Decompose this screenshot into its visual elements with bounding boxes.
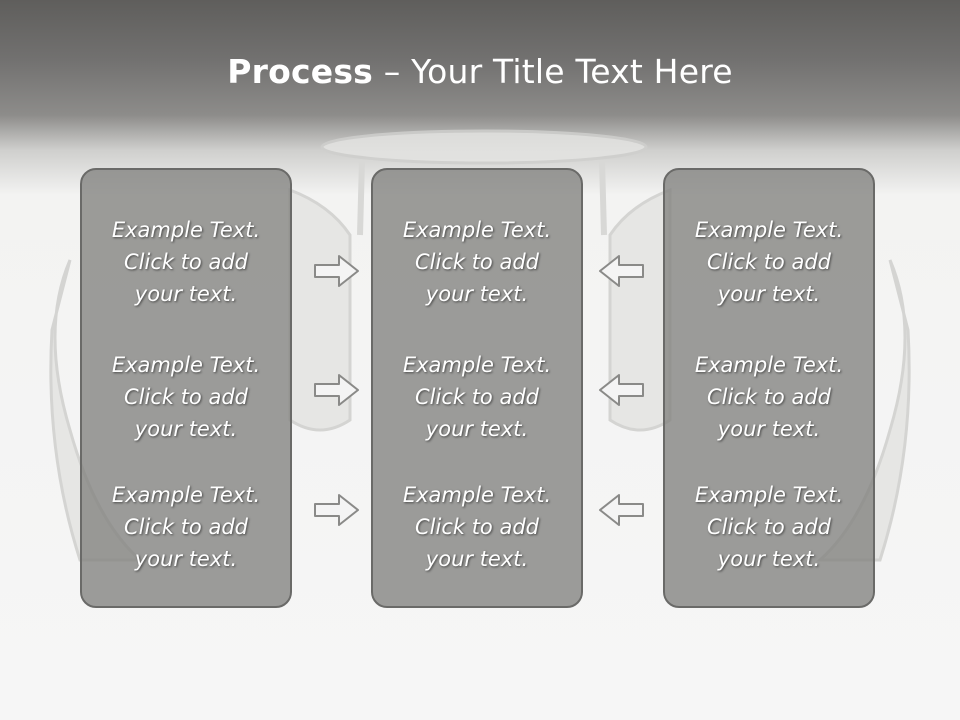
text-line: Click to add bbox=[414, 250, 539, 274]
process-column-center: Example Text. Click to add your text. Ex… bbox=[371, 168, 583, 608]
left-arrow-icon bbox=[599, 255, 644, 287]
left-arrow-icon bbox=[599, 374, 644, 406]
text-placeholder[interactable]: Example Text. Click to add your text. bbox=[82, 349, 290, 445]
text-line: Example Text. bbox=[694, 218, 844, 242]
process-column-left: Example Text. Click to add your text. Ex… bbox=[80, 168, 292, 608]
text-line: your text. bbox=[134, 547, 238, 571]
right-arrow-icon bbox=[314, 255, 359, 287]
text-line: Click to add bbox=[414, 385, 539, 409]
text-line: Click to add bbox=[123, 250, 248, 274]
text-line: Example Text. bbox=[402, 483, 552, 507]
text-line: Click to add bbox=[706, 385, 831, 409]
right-arrow-icon bbox=[314, 374, 359, 406]
text-line: your text. bbox=[134, 282, 238, 306]
text-placeholder[interactable]: Example Text. Click to add your text. bbox=[373, 214, 581, 310]
text-line: your text. bbox=[717, 417, 821, 441]
text-line: Click to add bbox=[706, 250, 831, 274]
text-line: Example Text. bbox=[402, 353, 552, 377]
text-placeholder[interactable]: Example Text. Click to add your text. bbox=[82, 479, 290, 575]
process-column-right: Example Text. Click to add your text. Ex… bbox=[663, 168, 875, 608]
text-line: Example Text. bbox=[111, 483, 261, 507]
text-line: your text. bbox=[425, 417, 529, 441]
text-line: Example Text. bbox=[694, 353, 844, 377]
text-placeholder[interactable]: Example Text. Click to add your text. bbox=[82, 214, 290, 310]
title-rest: – Your Title Text Here bbox=[373, 52, 733, 91]
text-line: your text. bbox=[717, 547, 821, 571]
text-line: Click to add bbox=[123, 515, 248, 539]
title-bold: Process bbox=[227, 52, 374, 91]
text-line: your text. bbox=[717, 282, 821, 306]
text-line: Example Text. bbox=[402, 218, 552, 242]
text-line: Example Text. bbox=[111, 218, 261, 242]
text-placeholder[interactable]: Example Text. Click to add your text. bbox=[665, 479, 873, 575]
slide-title[interactable]: Process – Your Title Text Here bbox=[0, 52, 960, 91]
text-placeholder[interactable]: Example Text. Click to add your text. bbox=[665, 349, 873, 445]
text-line: your text. bbox=[425, 282, 529, 306]
text-line: your text. bbox=[134, 417, 238, 441]
text-line: Click to add bbox=[414, 515, 539, 539]
text-placeholder[interactable]: Example Text. Click to add your text. bbox=[373, 349, 581, 445]
text-placeholder[interactable]: Example Text. Click to add your text. bbox=[665, 214, 873, 310]
text-line: your text. bbox=[425, 547, 529, 571]
text-line: Example Text. bbox=[694, 483, 844, 507]
text-line: Example Text. bbox=[111, 353, 261, 377]
right-arrow-icon bbox=[314, 494, 359, 526]
text-placeholder[interactable]: Example Text. Click to add your text. bbox=[373, 479, 581, 575]
text-line: Click to add bbox=[706, 515, 831, 539]
left-arrow-icon bbox=[599, 494, 644, 526]
text-line: Click to add bbox=[123, 385, 248, 409]
